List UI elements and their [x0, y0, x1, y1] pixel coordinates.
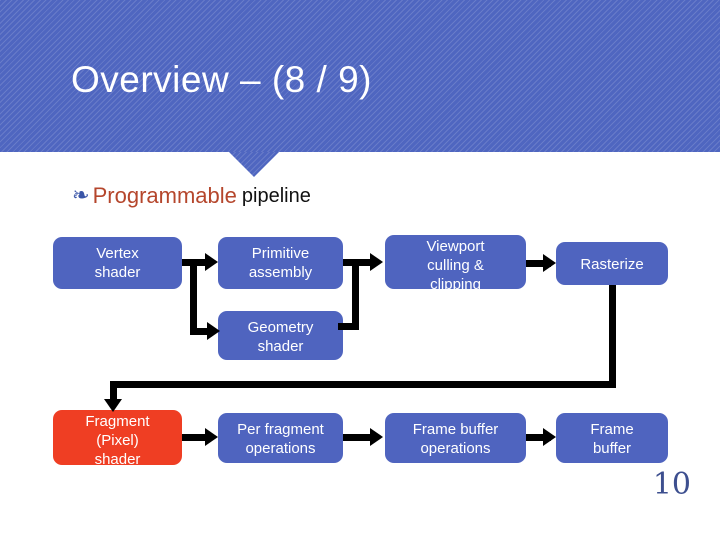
flow-box-line: Vertex: [96, 245, 139, 262]
connector-geometry-return-stem: [352, 259, 359, 330]
flow-box-line: Frame buffer: [412, 421, 499, 438]
flow-box-line: Fragment: [85, 413, 150, 430]
flow-box-line: operations: [245, 440, 316, 457]
flow-box-viewport-culling: Viewport culling & clipping: [385, 235, 526, 289]
flow-box-frame-buffer: Frame buffer: [556, 413, 668, 463]
flow-box-line: Geometry: [247, 319, 314, 336]
connector-into-fragment-stem: [110, 381, 117, 403]
flow-box-line: culling &: [427, 257, 484, 274]
flow-box-line: Primitive: [251, 245, 310, 262]
flow-box-line: shader: [94, 264, 141, 281]
connector-rasterize-down: [609, 285, 616, 387]
flow-box-line: Per fragment: [237, 421, 324, 438]
arrowhead-vertex-to-primitive-icon: [205, 253, 218, 271]
connector-branch-to-geometry: [190, 328, 210, 335]
flow-box-fragment-shader: Fragment (Pixel) shader: [53, 410, 182, 465]
arrowhead-framebufferops-to-framebuffer-icon: [543, 428, 556, 446]
flow-box-line: Viewport: [426, 238, 485, 255]
arrowhead-perfragment-to-framebufferops-icon: [370, 428, 383, 446]
flow-box-rasterize: Rasterize: [556, 242, 668, 285]
connector-geometry-return-leg: [338, 323, 359, 330]
connector-rasterize-long-horizontal: [110, 381, 616, 388]
swirl-ornament-bullet-icon: ❧: [72, 182, 90, 207]
flow-box-line: shader: [94, 451, 141, 465]
flow-box-line: (Pixel): [96, 432, 139, 449]
flow-box-geometry-shader: Geometry shader: [218, 311, 343, 360]
bullet-emphasis-text: Programmable: [92, 183, 237, 208]
page-number: 10: [652, 467, 691, 502]
flow-box-primitive-assembly: Primitive assembly: [218, 237, 343, 289]
connector-perfragment-to-framebufferops: [343, 434, 373, 441]
bullet-line: ❧ Programmable pipeline: [72, 182, 311, 210]
flow-box-line: Rasterize: [580, 256, 644, 273]
flow-box-line: shader: [257, 338, 304, 355]
arrowhead-fragment-to-perfragment-icon: [205, 428, 218, 446]
flow-box-frame-buffer-operations: Frame buffer operations: [385, 413, 526, 463]
flow-box-line: clipping: [430, 276, 481, 289]
arrowhead-primitive-to-viewport-icon: [370, 253, 383, 271]
header-notch-triangle: [229, 152, 279, 177]
flow-box-vertex-shader: Vertex shader: [53, 237, 182, 289]
arrowhead-into-fragment-shader-icon: [104, 399, 122, 412]
arrowhead-branch-to-geometry-icon: [207, 322, 220, 340]
flow-box-line: buffer: [592, 440, 632, 457]
flow-box-line: operations: [420, 440, 491, 457]
slide-header-banner: [0, 0, 720, 152]
flow-box-per-fragment-operations: Per fragment operations: [218, 413, 343, 463]
flow-box-line: Frame: [590, 421, 634, 438]
connector-fragment-to-perfragment: [182, 434, 208, 441]
arrowhead-viewport-to-rasterize-icon: [543, 254, 556, 272]
flow-box-line: assembly: [248, 264, 313, 281]
page-title: Overview – (8 / 9): [71, 59, 372, 100]
connector-vertex-branch-stem: [190, 259, 197, 335]
connector-viewport-to-rasterize: [526, 260, 551, 267]
connector-framebufferops-to-framebuffer: [526, 434, 551, 441]
bullet-rest-text: pipeline: [241, 185, 311, 207]
